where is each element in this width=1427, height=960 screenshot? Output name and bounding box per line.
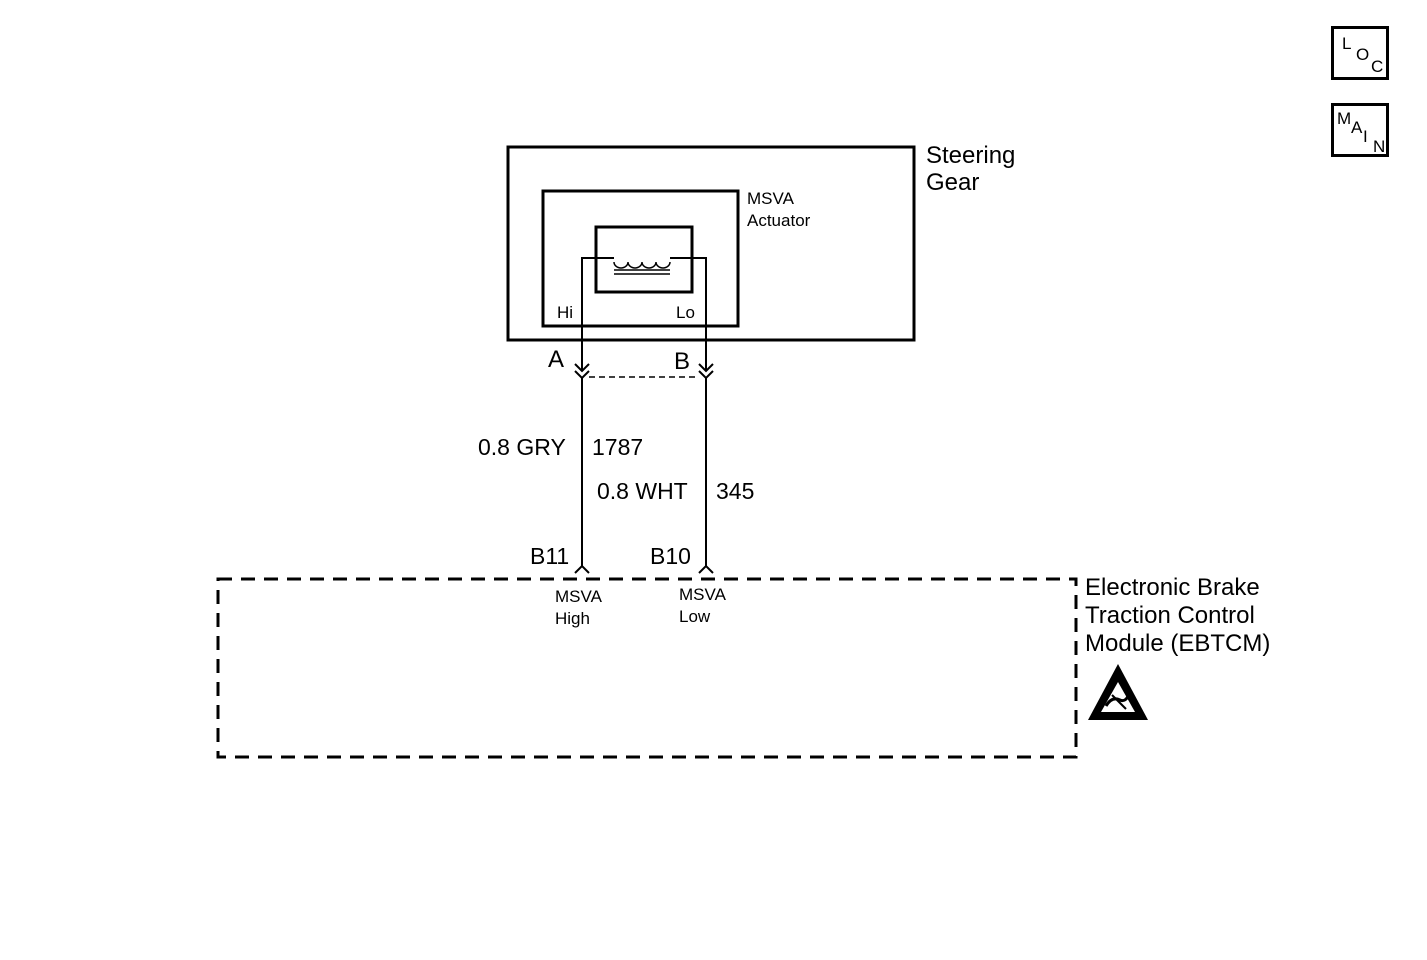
pin-lo-label: Lo [676,303,695,322]
loc-letter-o: O [1356,45,1370,64]
solenoid-coil-box [594,225,694,294]
hi-internal-wire [581,257,614,370]
coil-symbol [613,261,671,275]
loc-button[interactable]: L O C [1331,26,1389,80]
msva-actuator-box [541,189,740,328]
wire-hi-circuit: 1787 [592,434,643,460]
main-letter-n: N [1373,137,1386,156]
terminal-b11-symbol [574,564,590,574]
actuator-label-line2: Actuator [747,211,811,230]
ebtcm-box [216,577,1078,759]
loc-letter-l: L [1342,34,1352,53]
terminal-b10-symbol [698,564,714,574]
ebtcm-label-line3: Module (EBTCM) [1085,630,1270,657]
terminal-low-label-line2: Low [679,607,711,626]
loc-letter-c: C [1371,57,1384,76]
main-letter-m: M [1337,109,1352,128]
connector-b-label: B [674,348,690,375]
wire-hi-size-color: 0.8 GRY [478,434,566,460]
main-letter-i: I [1363,127,1368,146]
actuator-label-line1: MSVA [747,189,795,208]
main-button[interactable]: M A I N [1331,103,1389,157]
steering-gear-label-line1: Steering [926,142,1015,169]
terminal-high-label-line1: MSVA [555,587,603,606]
esd-warning-icon [1088,664,1148,720]
wire-lo-size-color: 0.8 WHT [597,478,688,504]
ebtcm-label-line2: Traction Control [1085,602,1255,629]
ebtcm-label-line1: Electronic Brake [1085,574,1260,601]
main-letter-a: A [1351,118,1363,137]
connector-b11-label: B11 [530,543,569,569]
pin-hi-label: Hi [557,303,573,322]
connector-b10-label: B10 [650,543,691,569]
connector-a-label: A [548,346,564,373]
steering-gear-label-line2: Gear [926,169,979,196]
wire-lo-circuit: 345 [716,478,754,504]
steering-gear-box [506,145,916,342]
terminal-low-label-line1: MSVA [679,585,727,604]
terminal-high-label-line2: High [555,609,590,628]
lo-internal-wire [670,257,707,370]
